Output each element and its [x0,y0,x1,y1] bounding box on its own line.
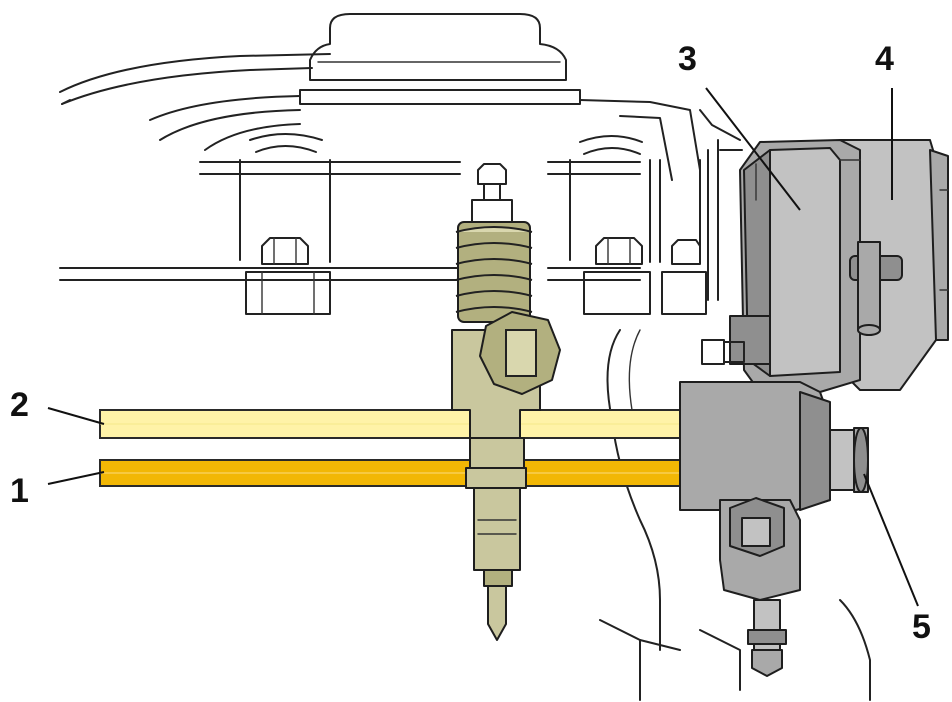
cylinder-head-outline [59,13,871,701]
leader-lines [47,87,919,607]
injector-spring [455,226,533,313]
callout-3: 3 [678,40,697,78]
leader-2 [47,407,105,425]
pump-injector [451,221,561,641]
callout-2: 2 [10,386,29,424]
fuel-return-line [99,409,691,439]
callout-5: 5 [912,608,931,646]
callout-1: 1 [10,472,29,510]
callout-4: 4 [875,40,894,78]
leader-1 [47,471,105,485]
tandem-pump-assembly [679,139,949,677]
leader-3 [705,87,801,211]
leader-5 [863,473,919,607]
fuel-supply-line [99,459,691,487]
